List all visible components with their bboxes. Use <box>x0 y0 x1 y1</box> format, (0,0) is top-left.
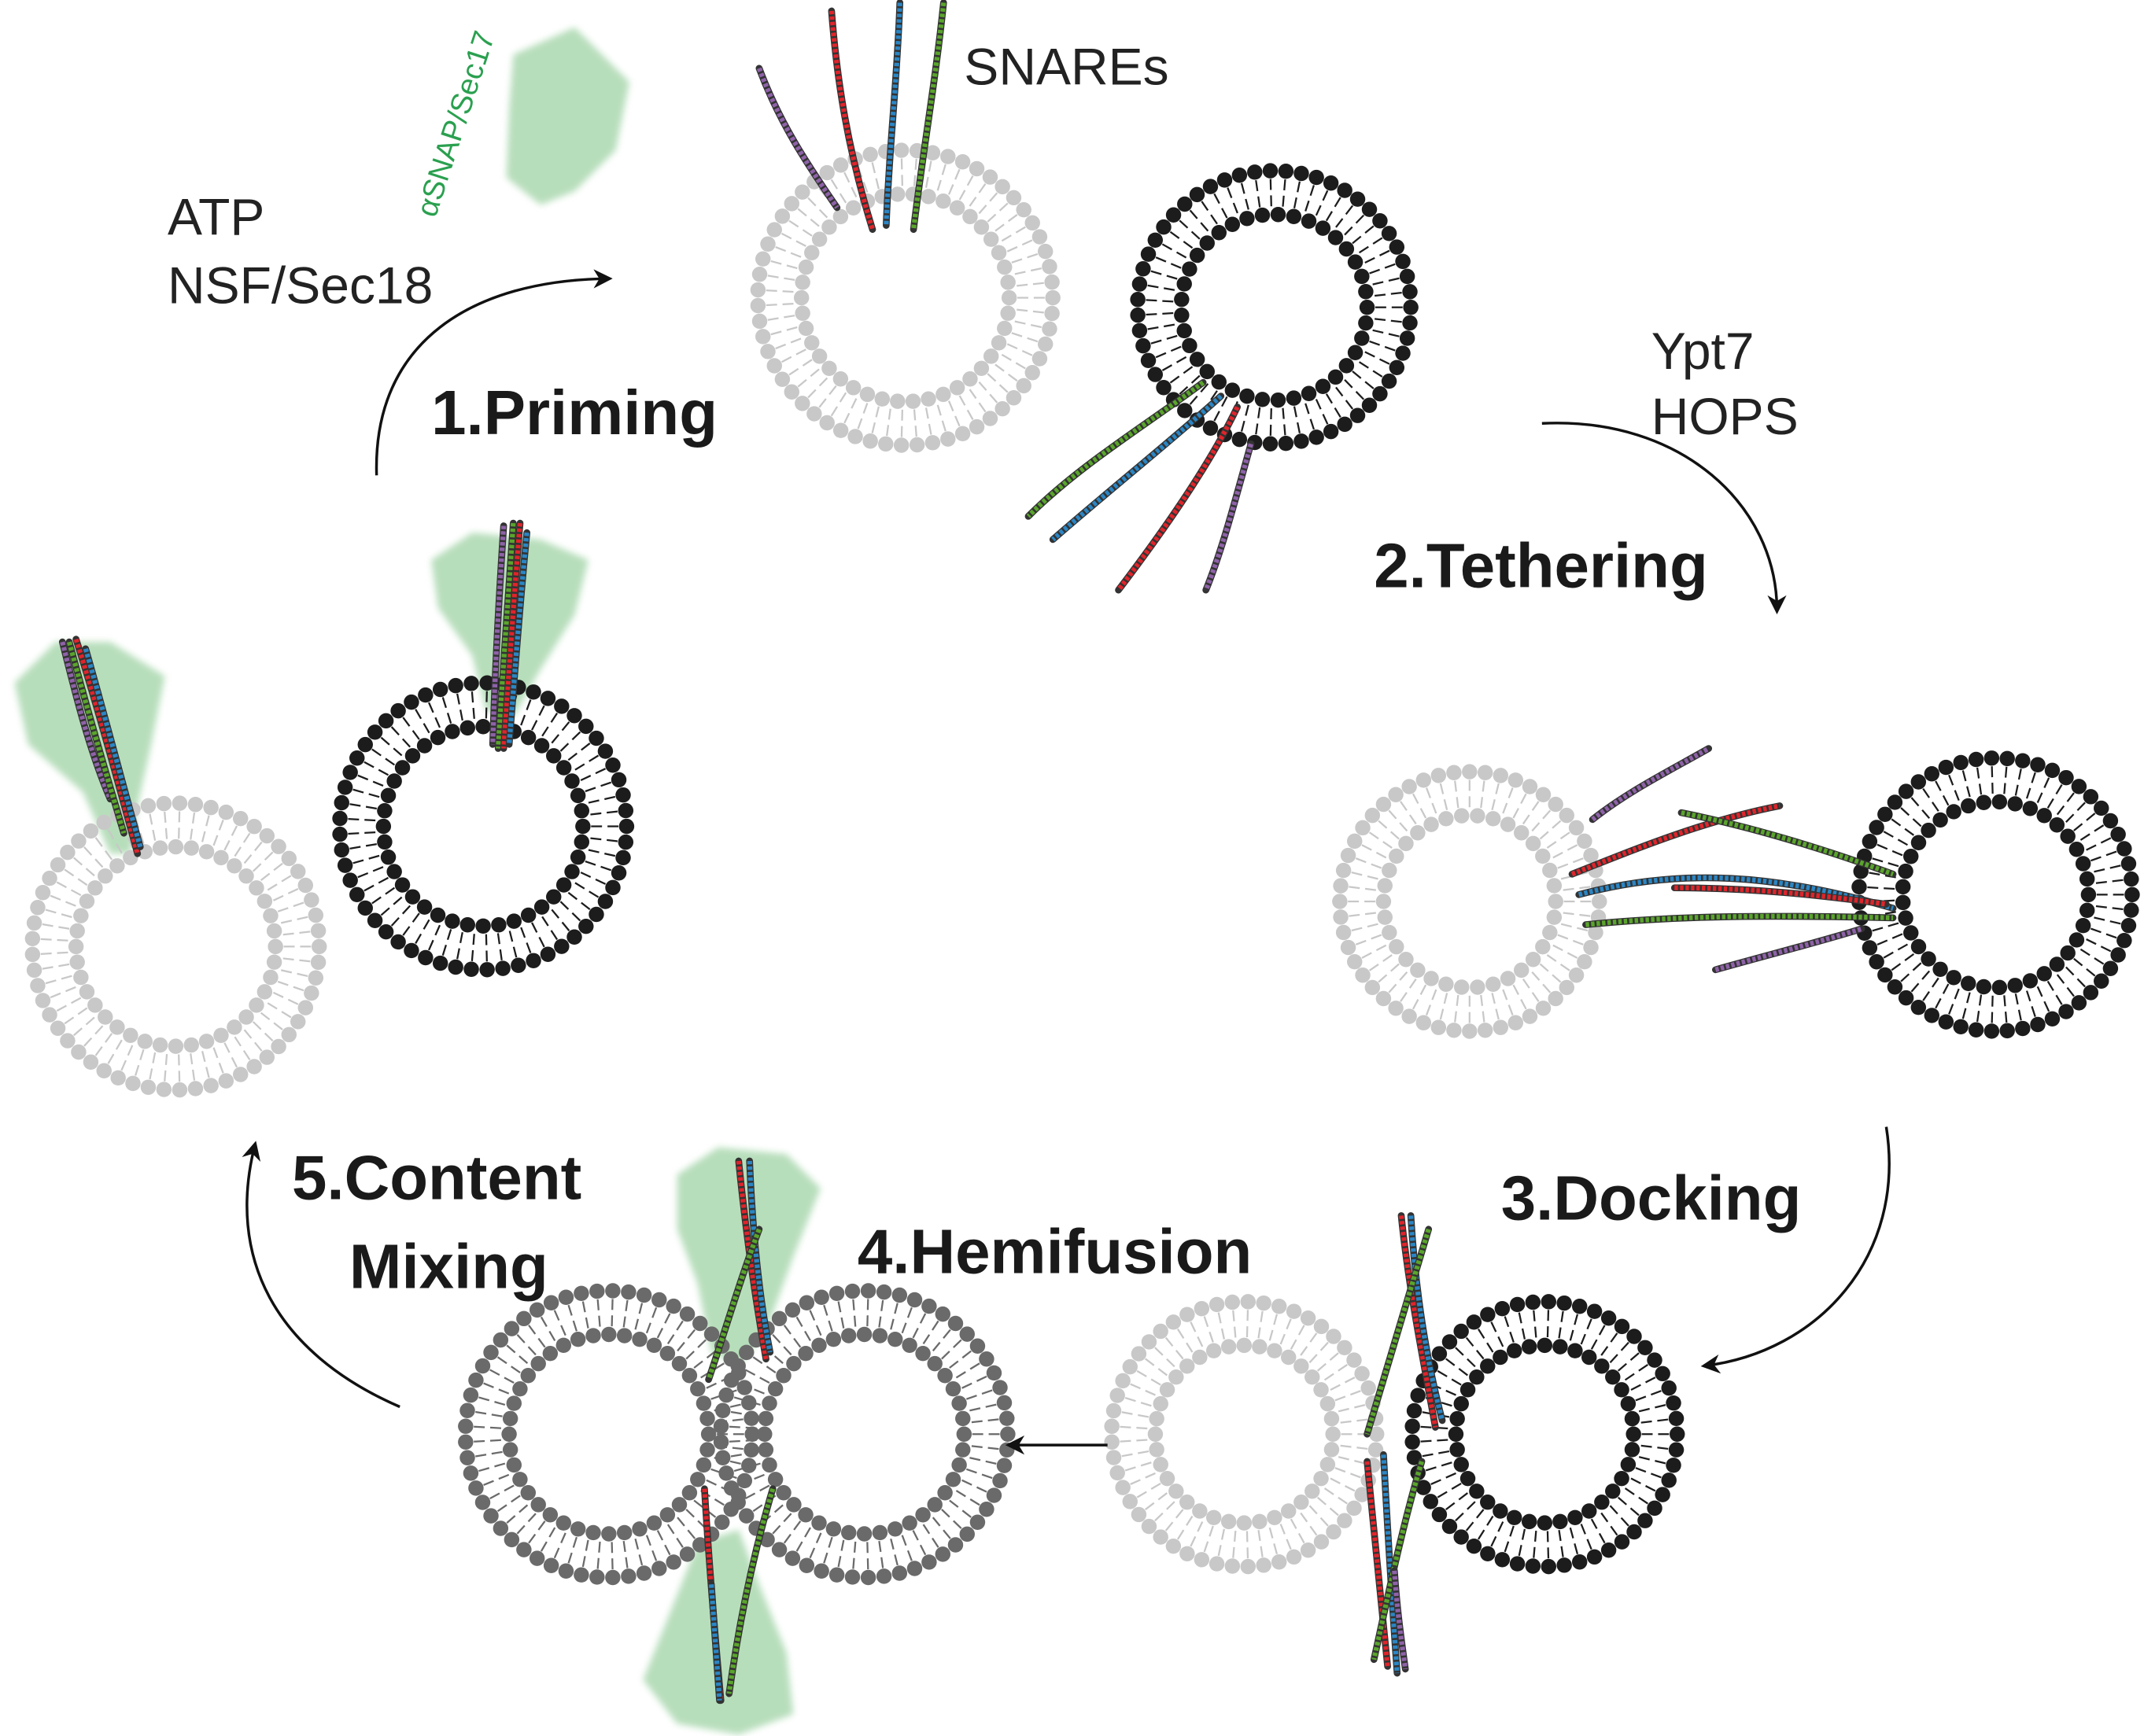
step-content-mixing-line2: Mixing <box>349 1231 548 1301</box>
step-hemifusion: 4.Hemifusion <box>858 1216 1252 1286</box>
snare-helix-green <box>496 522 516 749</box>
snare-helix-purple <box>1714 926 1863 972</box>
snare-helix-red <box>1674 885 1887 907</box>
content-mixing-arrow <box>242 1141 400 1409</box>
tethering-arrow <box>1541 422 1787 615</box>
step-docking: 3.Docking <box>1501 1163 1802 1233</box>
snare-helix-purple <box>1392 1570 1408 1670</box>
docked-vesicle-right <box>1404 1294 1685 1575</box>
snare-helix-purple <box>60 641 113 801</box>
snare-helix-blue <box>1381 1454 1400 1674</box>
sec17-free <box>506 27 629 205</box>
snare-helix-green <box>726 1487 776 1694</box>
snare-helix-blue <box>747 1160 773 1353</box>
snare-helix-red <box>736 1160 769 1360</box>
docking-arrow <box>1700 1126 1891 1374</box>
snare-helix-green <box>1681 810 1895 877</box>
atp-label: ATP <box>168 188 264 246</box>
snare-helix-blue-outline <box>1575 874 1897 912</box>
step-content-mixing-line1: 5.Content <box>292 1143 581 1213</box>
snare-helix-blue <box>884 2 902 226</box>
snare-helix-blue <box>1051 394 1223 542</box>
snare-helix-purple-outline <box>755 65 841 212</box>
snares-label: SNAREs <box>964 38 1168 96</box>
snare-helix-red <box>1116 406 1240 592</box>
step-priming: 1.Priming <box>431 378 718 448</box>
snare-helix-green <box>910 2 947 230</box>
snare-helix-green <box>1585 913 1894 927</box>
snare-helix-red <box>1570 803 1781 877</box>
snare-helix-red-outline <box>828 7 876 234</box>
snare-helix-red-outline <box>500 519 524 752</box>
snare-helix-purple <box>1591 746 1710 822</box>
priming-arrow <box>375 269 613 476</box>
snare-helix-green <box>1026 380 1205 518</box>
step-tethering: 2.Tethering <box>1374 531 1708 601</box>
hemifused-vesicle-left <box>458 1283 760 1586</box>
snare-helix-blue <box>506 532 530 745</box>
snare-helix-green <box>1371 1461 1425 1660</box>
tethered-vesicle-right <box>1851 750 2140 1039</box>
snare-helix-red <box>73 638 140 855</box>
sec17-label: αSNAP/Sec17 <box>410 27 502 220</box>
cis-snare-vesicle-dark <box>332 675 635 978</box>
docked-vesicle-left <box>1104 1294 1385 1575</box>
snare-helix-blue <box>1578 875 1894 911</box>
snare-helix-green <box>1364 1228 1431 1436</box>
snare-helix-purple <box>490 525 507 745</box>
snare-helix-red-outline <box>1364 1458 1391 1670</box>
snare-helix-green <box>66 641 127 835</box>
cis-snare-vesicle-light <box>24 795 327 1098</box>
snare-helix-red <box>828 10 875 230</box>
tethered-vesicle-left <box>1332 764 1607 1039</box>
hops-label: HOPS <box>1651 387 1799 445</box>
snare-helix-green <box>706 1228 762 1380</box>
acceptor-vesicle-top <box>1130 163 1419 452</box>
snare-helix-blue <box>83 647 143 848</box>
snare-helix-red <box>1398 1215 1438 1428</box>
primed-vesicle <box>750 142 1061 453</box>
snare-helix-blue <box>708 1584 722 1701</box>
nsf-label: NSF/Sec18 <box>168 256 433 314</box>
snare-helix-blue <box>1408 1215 1445 1421</box>
ypt7-label: Ypt7 <box>1651 322 1755 380</box>
snare-helix-red-outline <box>1568 802 1784 878</box>
snare-helix-purple <box>1203 443 1253 592</box>
